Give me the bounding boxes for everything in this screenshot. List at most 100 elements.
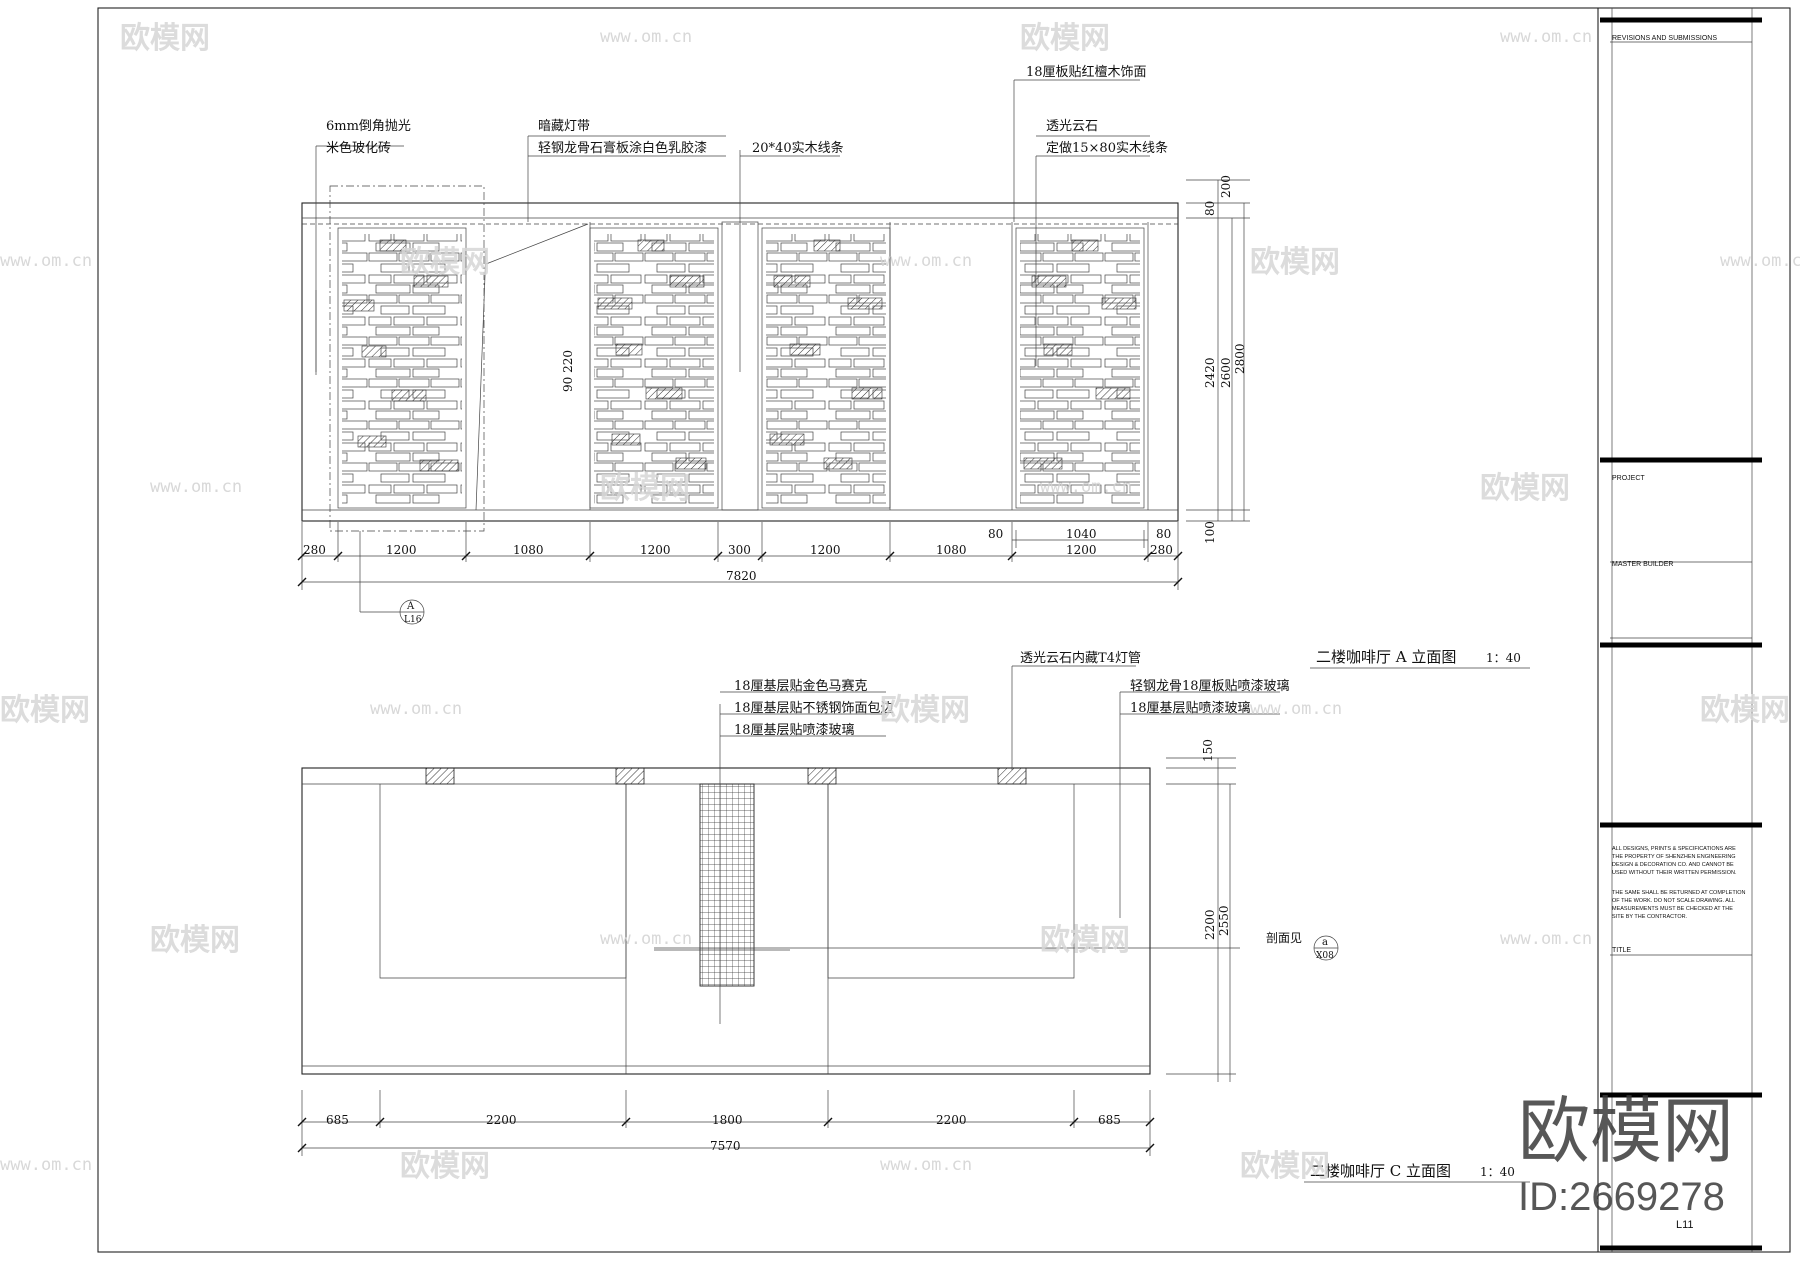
label-tile: 米色玻化砖 [326,140,391,156]
svg-text:MEASUREMENTS MUST BE CHECKED A: MEASUREMENTS MUST BE CHECKED AT THE [1612,906,1733,912]
project-heading: PROJECT [1612,475,1645,482]
brick-panel [589,227,719,509]
watermark-brand: 欧模网 [1250,245,1340,280]
dim-text: 685 [326,1113,349,1127]
label-steel-frame: 轻钢龙骨18厘板贴喷漆玻璃 [1130,678,1290,694]
brick-panel [761,227,891,509]
dim-text: 80 [1203,201,1217,216]
watermark-url: www.om.cn [600,929,692,949]
watermark-url: www.om.cn [0,251,92,271]
dim-text: 1080 [936,543,967,557]
svg-text:THE PROPERTY OF SHENZHEN ENGIN: THE PROPERTY OF SHENZHEN ENGINEERING [1612,854,1736,860]
label-chamfer: 6mm倒角抛光 [326,119,411,134]
svg-text:THE SAME SHALL BE RETURNED AT: THE SAME SHALL BE RETURNED AT COMPLETION [1612,890,1745,896]
dim-text: 2200 [486,1113,517,1127]
watermark-url: www.om.cn [1500,929,1592,949]
callout-bottom: X08 [1316,951,1334,961]
dim-text: 2200 [1203,909,1217,940]
elevation-c-scale: 1：40 [1480,1165,1515,1179]
label-hidden-light: 暗藏灯带 [538,119,590,134]
watermark-brand: 欧模网 [1020,21,1110,56]
dim-text: 80 [988,527,1003,541]
label-gold-mosaic: 18厘基层贴金色马赛克 [734,678,868,694]
master-builder-heading: MASTER BUILDER [1612,561,1673,568]
elevation-a-scale: 1：40 [1486,651,1521,665]
dim-text: 300 [728,543,751,557]
dim-text: 1200 [810,543,841,557]
watermark-url: www.om.cn [1500,27,1592,47]
dim-text: 280 [303,543,326,557]
svg-text:SITE BY THE CONTRACTOR.: SITE BY THE CONTRACTOR. [1612,914,1688,920]
watermark-brand: 欧模网 [150,923,240,958]
label-gypsum: 轻钢龙骨石膏板涂白色乳胶漆 [538,140,707,156]
watermark-url: www.om.cn [1720,251,1800,271]
svg-text:ALL DESIGNS, PRINTS & SPECIFIC: ALL DESIGNS, PRINTS & SPECIFICATIONS ARE [1612,846,1736,852]
watermark-brand: 欧模网 [880,693,970,728]
watermark-url: www.om.cn [1040,477,1132,497]
label-painted-glass: 18厘基层贴喷漆玻璃 [734,722,855,738]
label-custom-strip: 定做15×80实木线条 [1046,140,1168,156]
wood-strip-column [721,150,759,511]
label-wood-strip: 20*40实木线条 [752,140,844,156]
label-steel-edging: 18厘基层贴不锈钢饰面包边 [734,701,894,716]
label-dim-90-220: 90 220 [561,350,575,392]
elevation-a: 6mm倒角抛光 米色玻化砖 暗藏灯带 轻钢龙骨石膏板涂白色乳胶漆 20*40实木… [297,64,1530,669]
sheet-number: L11 [1676,1219,1694,1231]
dim-text: 150 [1201,739,1215,762]
dim-text: 200 [1219,175,1233,198]
dim-text: 685 [1098,1113,1121,1127]
section-reference-label: 剖面见 [1266,931,1302,945]
label-veneer: 18厘板贴红檀木饰面 [1026,64,1147,80]
dim-text: 2420 [1203,357,1217,388]
dim-text: 280 [1150,543,1173,557]
watermark-url: www.om.cn [880,251,972,271]
watermark-url: www.om.cn [0,1155,92,1175]
dim-text: 2600 [1219,357,1233,388]
dim-text: 100 [1203,521,1217,544]
brick-panel [1015,227,1145,509]
watermark-brand: 欧模网 [1700,693,1790,728]
dim-text: 1200 [1066,543,1097,557]
watermark-url: www.om.cn [600,27,692,47]
elevation-c: 18厘基层贴金色马赛克 18厘基层贴不锈钢饰面包边 18厘基层贴喷漆玻璃 透光云… [297,650,1530,1183]
inner-frame [97,7,1791,1253]
elevation-a-title: 二楼咖啡厅 A 立面图 [1316,648,1456,666]
watermark-brand: 欧模网 [1240,1149,1330,1184]
elevation-c-title: 二楼咖啡厅 C 立面图 [1310,1162,1451,1180]
svg-text:OF THE WORK. DO NOT SCALE DRAW: OF THE WORK. DO NOT SCALE DRAWING. ALL [1612,898,1735,904]
svg-text:DESIGN & DECORATION CO. AND CA: DESIGN & DECORATION CO. AND CANNOT BE [1612,862,1734,868]
watermark-logo-big: 欧模网 [1518,1089,1734,1173]
dim-total: 7820 [726,569,757,583]
watermark-brand: 欧模网 [0,693,90,728]
dim-text: 1800 [712,1113,743,1127]
dim-text: 2200 [936,1113,967,1127]
dim-text: 2800 [1233,343,1247,374]
watermark-url: www.om.cn [150,477,242,497]
label-onyx: 透光云石 [1046,119,1098,134]
watermark-brand: 欧模网 [400,1149,490,1184]
watermark-brand: 欧模网 [1480,471,1570,506]
watermark-brand: 欧模网 [120,21,210,56]
watermark-url: www.om.cn [370,699,462,719]
title-heading: TITLE [1612,947,1631,954]
watermark-brand: 欧模网 [1040,923,1130,958]
label-painted-glass-2: 18厘基层贴喷漆玻璃 [1130,700,1251,716]
svg-text:USED WITHOUT THEIR WRITTEN PER: USED WITHOUT THEIR WRITTEN PERMISSION. [1612,870,1737,876]
watermark-id: ID:2669278 [1518,1175,1725,1219]
dim-text: 2550 [1217,905,1231,936]
watermark-layer: 欧模网 欧模网 欧模网 欧模网 欧模网 欧模网 欧模网 欧模网 欧模网 欧模网 … [0,21,1800,1184]
mosaic-panel [699,783,755,987]
label-onyx-t4: 透光云石内藏T4灯管 [1020,650,1141,666]
dim-text: 1080 [513,543,544,557]
watermark-url: www.om.cn [1250,699,1342,719]
wall-outline [301,767,1151,1075]
callout-top: A [406,601,415,612]
onyx-light-box [425,767,1027,785]
dim-text: 1200 [386,543,417,557]
callout-top: a [1322,937,1328,948]
watermark-url: www.om.cn [880,1155,972,1175]
watermark-brand: 欧模网 [600,471,690,506]
callout-bottom: L16 [404,615,422,625]
dim-text: 1200 [640,543,671,557]
